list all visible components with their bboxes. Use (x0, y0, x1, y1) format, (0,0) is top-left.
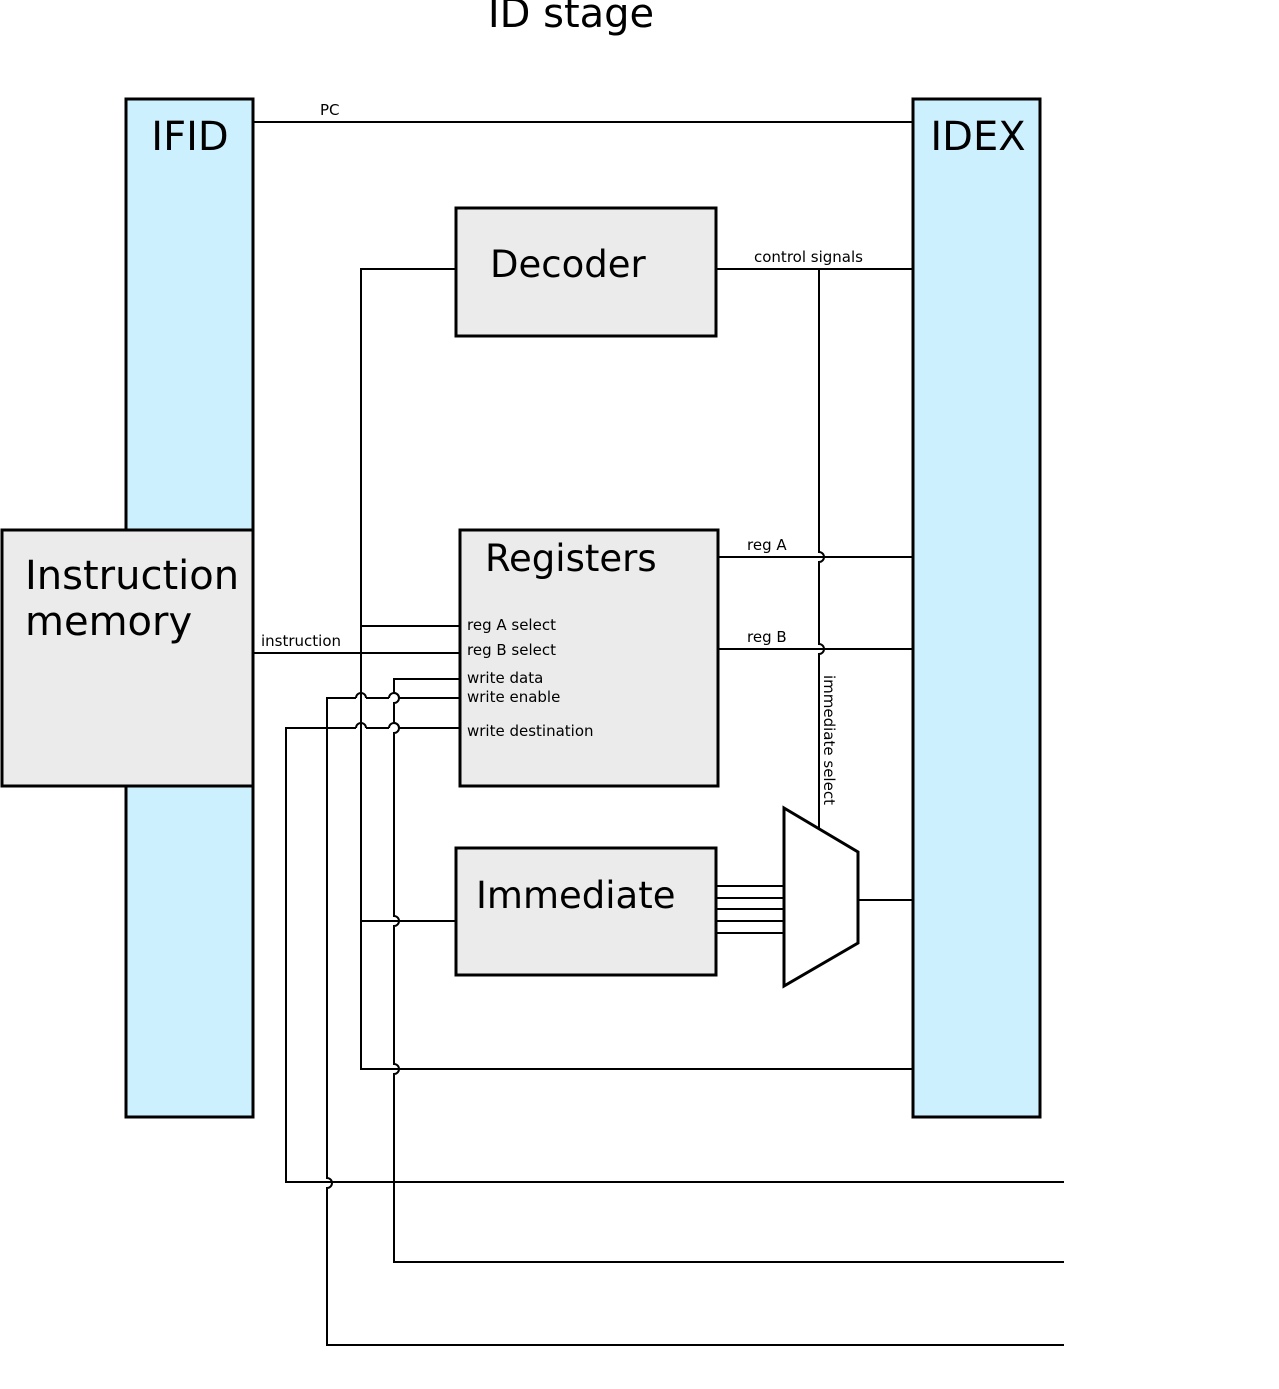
write-data-wire (393, 678, 1064, 1263)
idex-label: IDEX (930, 114, 1025, 160)
port-reg-a-select: reg A select (467, 616, 556, 634)
instruction-memory-label-line1: Instruction (25, 553, 239, 599)
wires: PC instruction control signals immediate… (253, 101, 1064, 1346)
write-destination-wire (285, 727, 1064, 1183)
port-reg-b-select: reg B select (467, 641, 556, 659)
immediate-select-wire (818, 269, 825, 828)
immediate-label: Immediate (476, 874, 675, 917)
decoder-block: Decoder (454, 206, 718, 338)
registers-block: Registers reg A select reg B select writ… (458, 528, 720, 788)
decoder-label: Decoder (490, 243, 646, 286)
immediate-mux (782, 805, 860, 989)
registers-label: Registers (485, 537, 657, 580)
port-write-enable: write enable (467, 688, 560, 706)
instruction-trunk (360, 268, 913, 1070)
instruction-label: instruction (261, 632, 341, 650)
reg-b-label: reg B (747, 628, 787, 646)
reg-a-label: reg A (747, 536, 787, 554)
port-write-data: write data (467, 669, 543, 687)
immediate-block: Immediate (454, 846, 718, 977)
port-write-destination: write destination (467, 722, 594, 740)
wd-hop-2 (388, 722, 400, 729)
instruction-memory-block: Instruction memory (0, 528, 255, 788)
instruction-memory-label-line2: memory (25, 599, 192, 645)
pc-label: PC (320, 101, 340, 119)
wd-hop-1 (388, 692, 400, 699)
idex-register: IDEX (911, 97, 1042, 1119)
trunk-hop-2 (355, 722, 367, 729)
immediate-select-label: immediate select (820, 675, 838, 805)
trunk-hop-1 (355, 692, 367, 699)
control-signals-label: control signals (754, 248, 863, 266)
ifid-label: IFID (151, 114, 228, 160)
diagram-title: ID stage (488, 0, 654, 37)
